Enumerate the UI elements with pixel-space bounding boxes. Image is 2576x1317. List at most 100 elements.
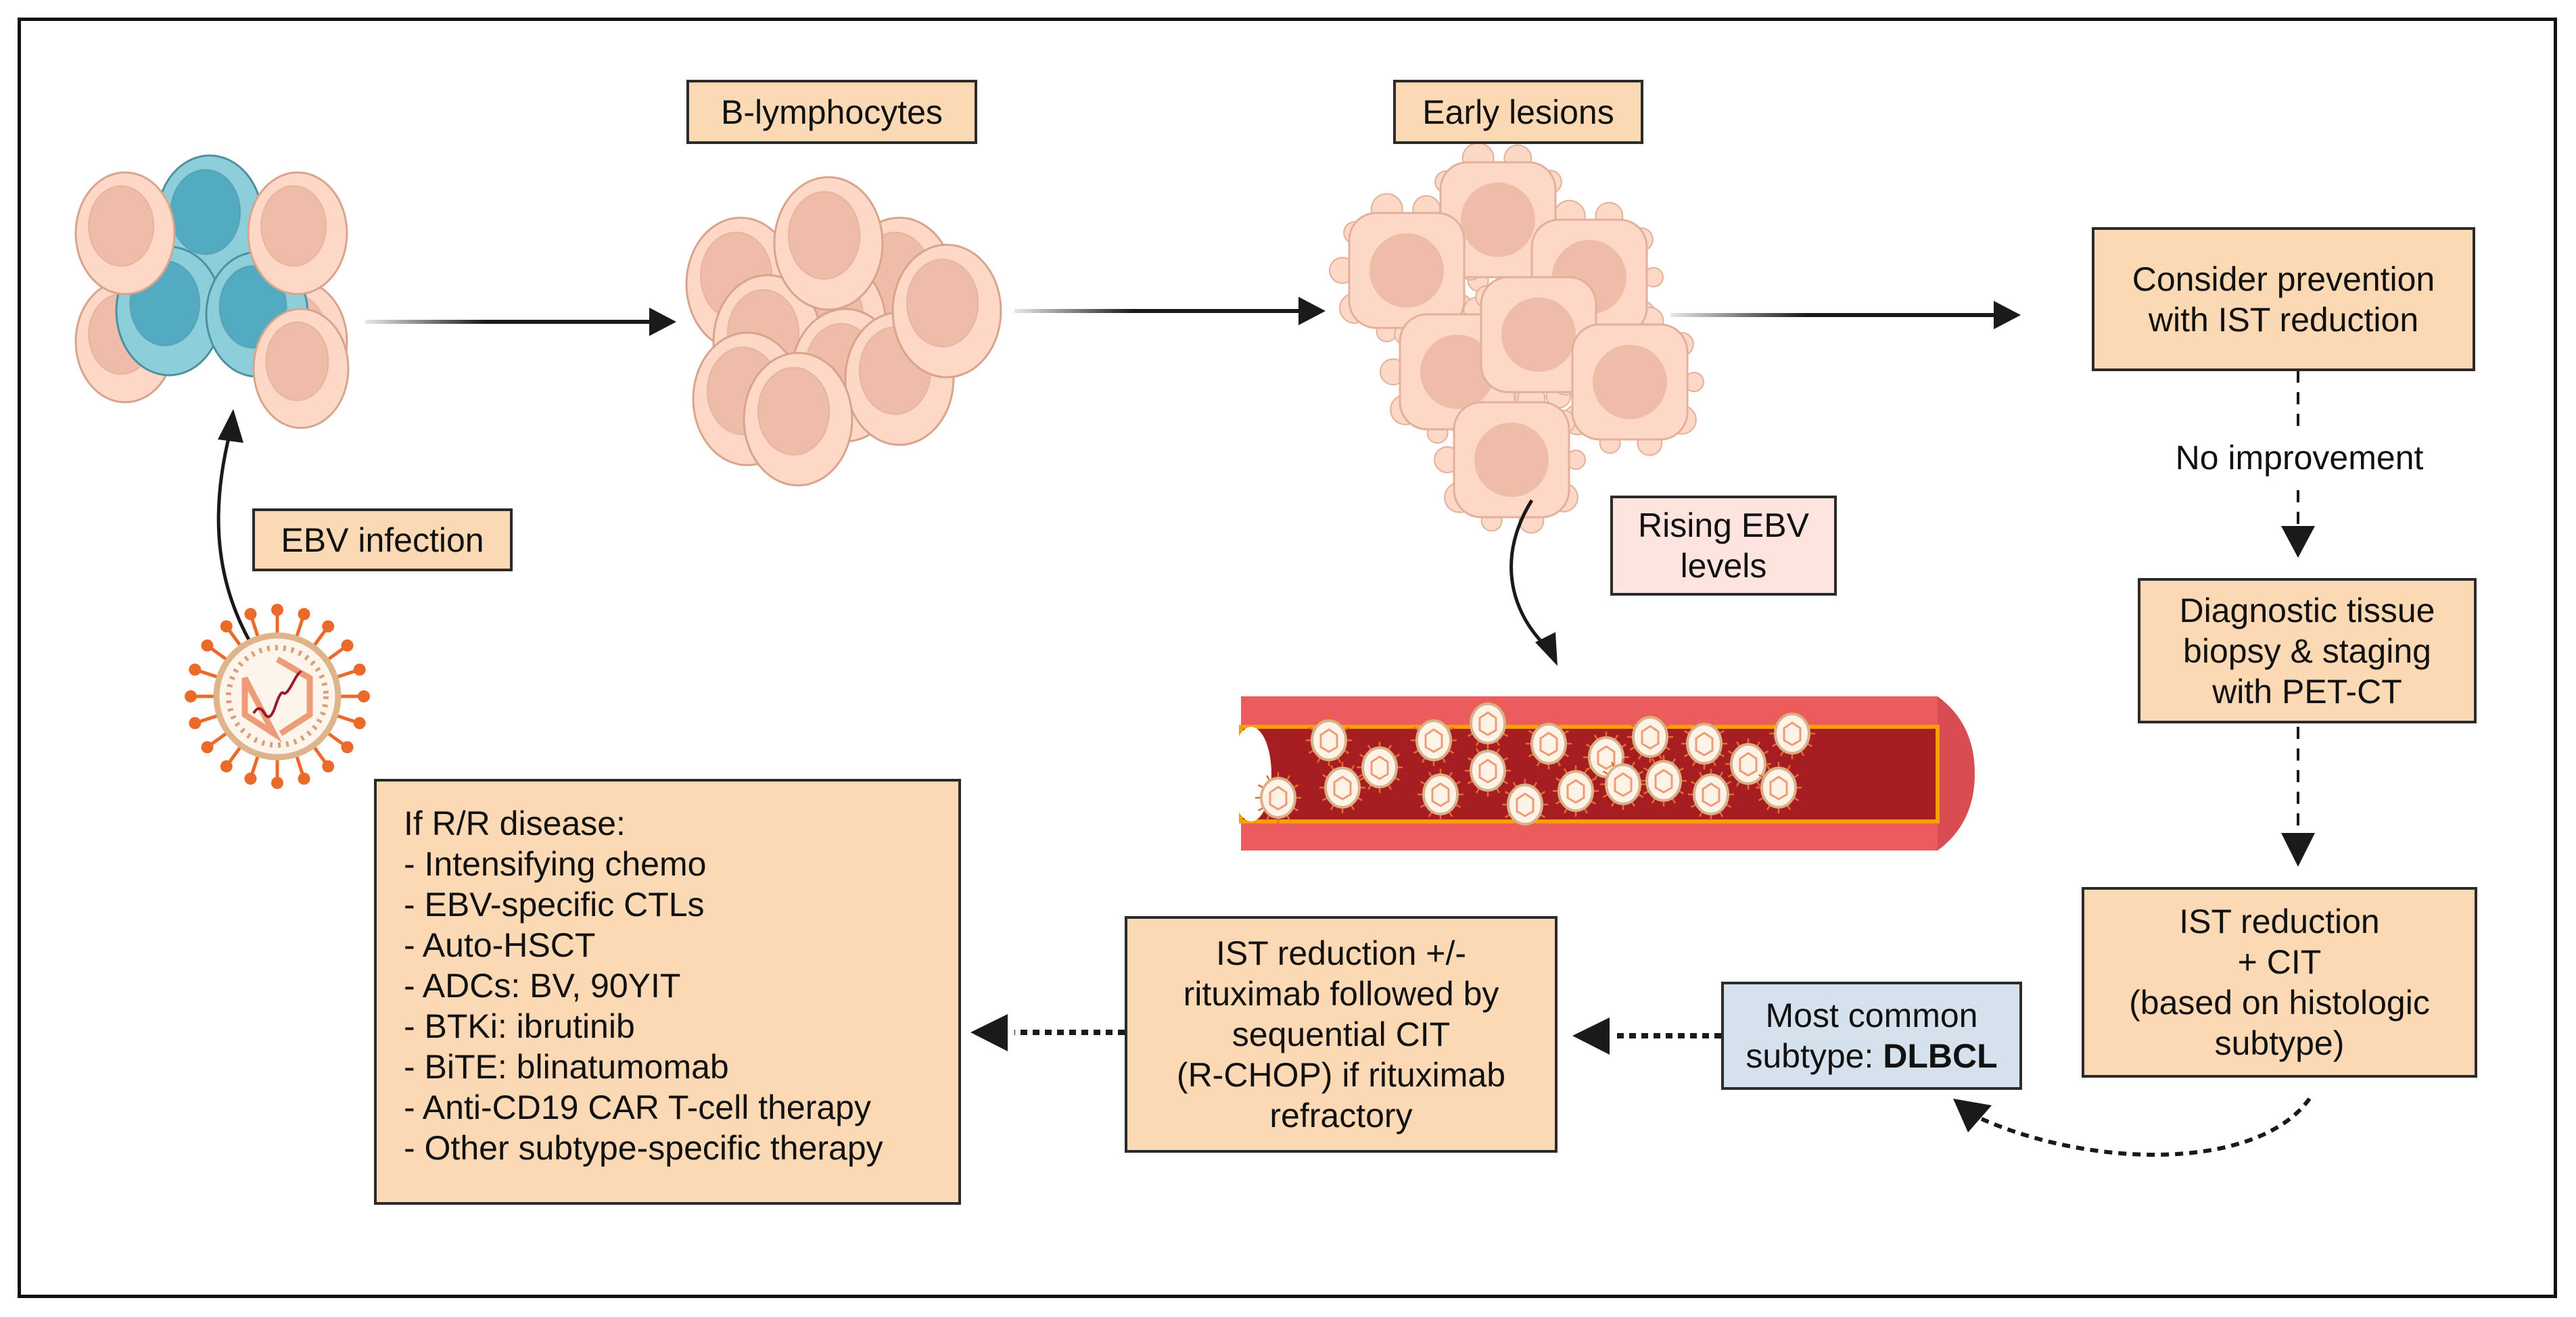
vessel-virus-body: [1470, 750, 1506, 792]
virus-tegument: [226, 645, 329, 748]
vessel-virus: [1411, 715, 1457, 766]
b-lymphocyte-nucleus: [906, 258, 979, 348]
virus-spike-tip: [322, 620, 335, 633]
vessel-virus-body: [1260, 777, 1296, 819]
rr-disease-box: If R/R disease: - Intensifying chemo - E…: [374, 779, 961, 1205]
lesion-nucleus: [1461, 183, 1535, 257]
vessel-virus: [1681, 718, 1727, 769]
b-lymphocyte: [743, 352, 853, 487]
virus-capsid: [241, 656, 313, 743]
arrow-to-early-lesions-head: [1298, 297, 1326, 325]
vessel-virus-capsid: [1769, 775, 1788, 800]
vessel-virus-capsid: [1641, 725, 1660, 750]
vessel-virus-body: [1774, 713, 1810, 755]
vessel-virus-capsid: [1614, 772, 1633, 797]
early-lesions-label: Early lesions: [1393, 80, 1643, 144]
vessel-virus: [1255, 772, 1301, 823]
vessel-virus-capsid: [1739, 752, 1758, 777]
vessel-virus: [1725, 738, 1771, 790]
rr-item: - EBV-specific CTLs: [404, 886, 705, 924]
vessel-virus: [1756, 762, 1802, 813]
ist-reduction-rituximab-box: IST reduction +/- rituximab followed by …: [1125, 916, 1558, 1153]
vessel-virus: [1465, 745, 1511, 796]
virus-spike-tip: [341, 741, 354, 754]
arrow-to-ist-ritux-head: [1572, 1017, 1610, 1055]
arrow-ist-cit-to-subtype-head: [1953, 1099, 1992, 1132]
lesion-nucleus: [1593, 345, 1667, 419]
b-lymphocyte-nucleus: [757, 366, 830, 456]
b-lymphocyte: [773, 176, 884, 311]
vessel-virus: [1357, 742, 1403, 793]
vessel-lumen: [1239, 725, 1940, 823]
lesion-nucleus: [1474, 423, 1549, 497]
virus-envelope: [213, 632, 342, 761]
vessel-virus-capsid: [1654, 769, 1673, 794]
rr-item: - Other subtype-specific therapy: [404, 1129, 883, 1167]
diagnostic-biopsy-box: Diagnostic tissue biopsy & staging with …: [2138, 578, 2477, 723]
vessel-virus-capsid: [1431, 782, 1450, 807]
vessel-virus-body: [1507, 784, 1543, 825]
arrow-to-b-lymphocytes-shaft: [365, 320, 663, 324]
early-lesion-cluster-illustration: [1329, 142, 1704, 534]
vessel-virus-capsid: [1516, 792, 1535, 817]
virus-spike-tip: [244, 608, 257, 621]
vessel-virus: [1418, 769, 1463, 820]
cell: [252, 308, 350, 429]
vessel-virus-capsid: [1478, 759, 1497, 784]
virus-spike-tip: [189, 717, 202, 729]
rr-item: - Intensifying chemo: [404, 845, 707, 883]
infected-b-cell-cluster-illustration: [74, 154, 350, 429]
b-lymphocyte: [891, 243, 1002, 379]
vessel-virus: [1319, 762, 1365, 813]
virus-dna: [252, 671, 302, 719]
vessel-virus-body: [1530, 723, 1567, 765]
vessel-virus-body: [1324, 767, 1361, 809]
arrow-ebv-to-cells-head: [218, 409, 243, 443]
b-lymphocytes-label: B-lymphocytes: [686, 80, 977, 144]
virus-spike-tip: [244, 772, 257, 785]
vessel-virus-body: [1605, 763, 1641, 805]
cell: [247, 171, 348, 295]
arrow-to-diagnostic-head: [2281, 526, 2315, 558]
virus-spike-tip: [201, 741, 214, 754]
virus-spike-tip: [353, 663, 366, 676]
b-lymphocyte-cluster-illustration: [685, 176, 1002, 487]
virus-spike-tip: [298, 772, 310, 785]
arrow-lesions-to-blood: [1509, 499, 1547, 647]
vessel-virus: [1526, 718, 1572, 769]
rr-item: - ADCs: BV, 90YIT: [404, 967, 681, 1005]
vessel-virus-capsid: [1424, 728, 1443, 753]
virus-spike-tip: [358, 690, 370, 702]
cell-nucleus: [265, 321, 329, 402]
vessel-virus-body: [1361, 746, 1398, 788]
virus-spike-tip: [220, 760, 233, 773]
virus-spike-tip: [271, 777, 283, 789]
arrow-to-rr-head: [970, 1014, 1008, 1051]
virus-spike-tip: [185, 690, 197, 702]
vessel-virus-body: [1760, 767, 1797, 809]
vessel-virus-body: [1470, 702, 1506, 744]
ist-reduction-cit-box: IST reduction + CIT (based on histologic…: [2082, 887, 2477, 1078]
consider-prevention-box: Consider prevention with IST reduction: [2092, 227, 2475, 371]
vessel-virus-body: [1558, 770, 1594, 812]
lesion-nucleus: [1369, 233, 1444, 308]
ebv-virus-illustration: [185, 604, 370, 789]
vessel-virus-body: [1632, 716, 1668, 758]
vessel-virus-body: [1693, 773, 1729, 815]
arrow-to-prevention-head: [1994, 301, 2021, 329]
vessel-virus-body: [1645, 760, 1682, 802]
arrow-to-ist-cit-head: [2281, 833, 2315, 867]
vessel-virus-capsid: [1319, 728, 1338, 753]
vessel-virus: [1553, 765, 1599, 817]
virus-spike-tip: [271, 604, 283, 616]
arrow-ebv-to-cells: [216, 432, 252, 644]
no-improvement-label: No improvement: [2175, 439, 2424, 477]
figure-frame: [18, 18, 2557, 1298]
vessel-virus-capsid: [1702, 782, 1720, 807]
vessel-virus: [1641, 755, 1687, 807]
lesion-nucleus: [1501, 297, 1576, 372]
arrow-to-early-lesions-shaft: [1014, 309, 1312, 313]
virus-spike-tip: [353, 717, 366, 729]
virus-spike-tip: [189, 663, 202, 676]
vessel-virus-capsid: [1695, 732, 1714, 757]
